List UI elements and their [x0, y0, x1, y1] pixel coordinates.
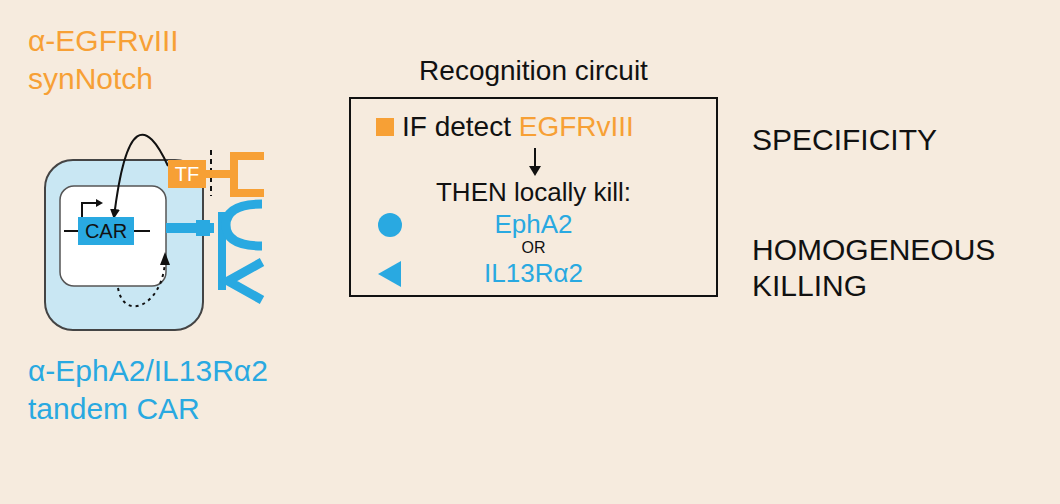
if-row: IF detectEGFRvIII	[402, 111, 634, 143]
promoter-arrow	[82, 203, 96, 217]
then-text: THEN locally kill:	[351, 177, 716, 207]
synnotch-binder	[234, 156, 264, 193]
recognition-circuit-box: IF detectEGFRvIIIRecognition circuitTHEN…	[349, 97, 718, 297]
down-arrow-head	[529, 166, 541, 176]
nucleus	[60, 186, 166, 286]
specificity-label: SPECIFICITY	[752, 122, 1042, 158]
egfrviii-square	[376, 118, 394, 136]
promoter-head	[96, 199, 103, 207]
il13ra2-text: IL13Rα2	[351, 258, 716, 288]
synnotch-stalk	[205, 170, 234, 178]
down-arrow	[534, 148, 536, 168]
circuit-heading: Recognition circuit	[351, 55, 716, 87]
expression-head	[160, 252, 170, 265]
epha2-text: EphA2	[351, 209, 716, 239]
tf-box: TF	[168, 160, 206, 188]
il13ra2-triangle	[378, 261, 401, 287]
tf-box-label: TF	[175, 163, 199, 186]
car-transmembrane	[196, 220, 210, 236]
synnotch-label: α-EGFRvIII synNotch	[28, 22, 208, 98]
killing-label: HOMOGENEOUS KILLING	[752, 232, 1014, 304]
car-gene-box-label: CAR	[85, 220, 127, 243]
epha2-circle	[378, 213, 402, 237]
car-binder-il13ra2	[228, 262, 262, 300]
car-binder-epha2	[226, 204, 262, 246]
or-text: OR	[351, 239, 716, 257]
expression-arrow	[118, 262, 165, 306]
car-gene-box: CAR	[78, 217, 134, 245]
if-text: IF detect	[402, 111, 511, 143]
activation-arrow	[114, 135, 168, 217]
target-text: EGFRvIII	[519, 111, 634, 143]
car-label: α-EphA2/IL13Rα2 tandem CAR	[28, 352, 313, 428]
